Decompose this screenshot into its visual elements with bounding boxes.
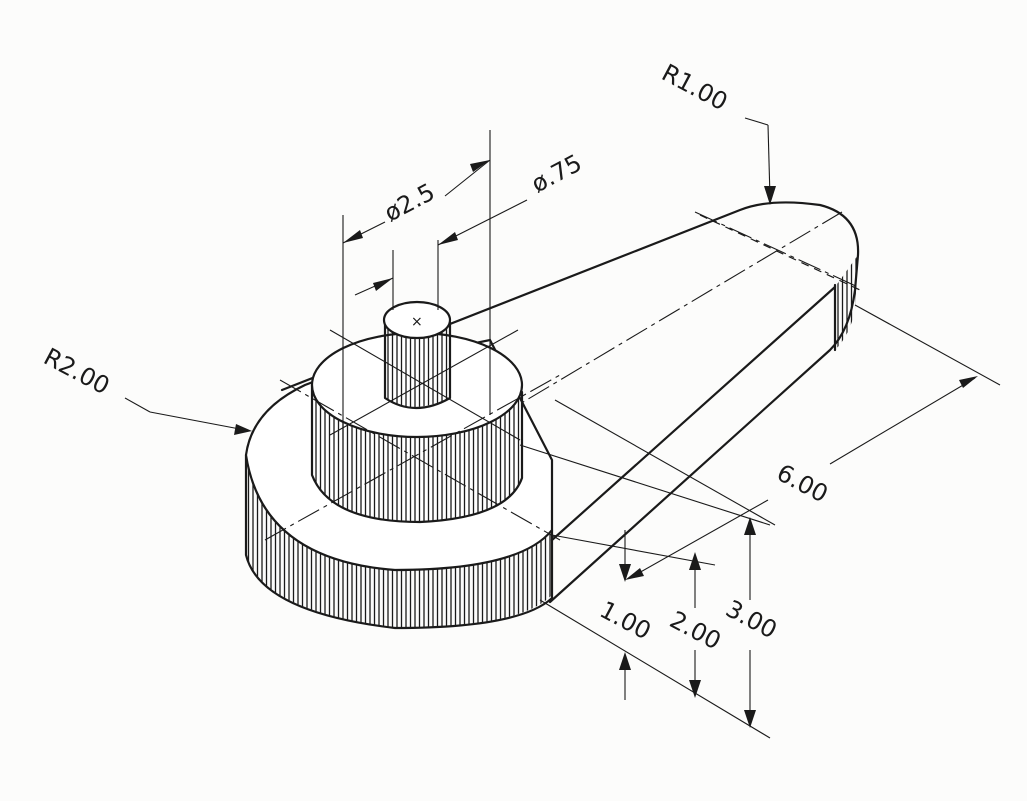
dim-length: 6.00 xyxy=(772,459,832,509)
dim-height-3: 3.00 xyxy=(721,595,781,645)
base-cylinder-side xyxy=(246,455,552,628)
dim-radius-large: R2.00 xyxy=(39,343,114,401)
base-cylinder-outline xyxy=(244,453,554,630)
boss-cylinder-outline xyxy=(310,383,524,524)
pin-cylinder: × xyxy=(382,300,452,409)
dim-diameter-boss: ø2.5 xyxy=(380,178,440,228)
pin-cylinder-side xyxy=(385,322,450,407)
dim-diameter-pin: ø.75 xyxy=(527,149,587,199)
extension-lines xyxy=(342,130,1001,739)
dimension-lines xyxy=(124,117,978,728)
boss-cylinder-side xyxy=(312,385,522,522)
arm-bottom-edge xyxy=(550,285,837,542)
pin-center-mark: × xyxy=(411,314,423,330)
dim-height-2: 2.00 xyxy=(665,606,725,656)
arm-end-hatch xyxy=(835,255,858,350)
arm-body xyxy=(280,201,860,604)
dim-radius-small: R1.00 xyxy=(657,59,732,117)
pin-cylinder-top xyxy=(382,300,452,340)
cylinder-centerlines xyxy=(264,329,561,541)
